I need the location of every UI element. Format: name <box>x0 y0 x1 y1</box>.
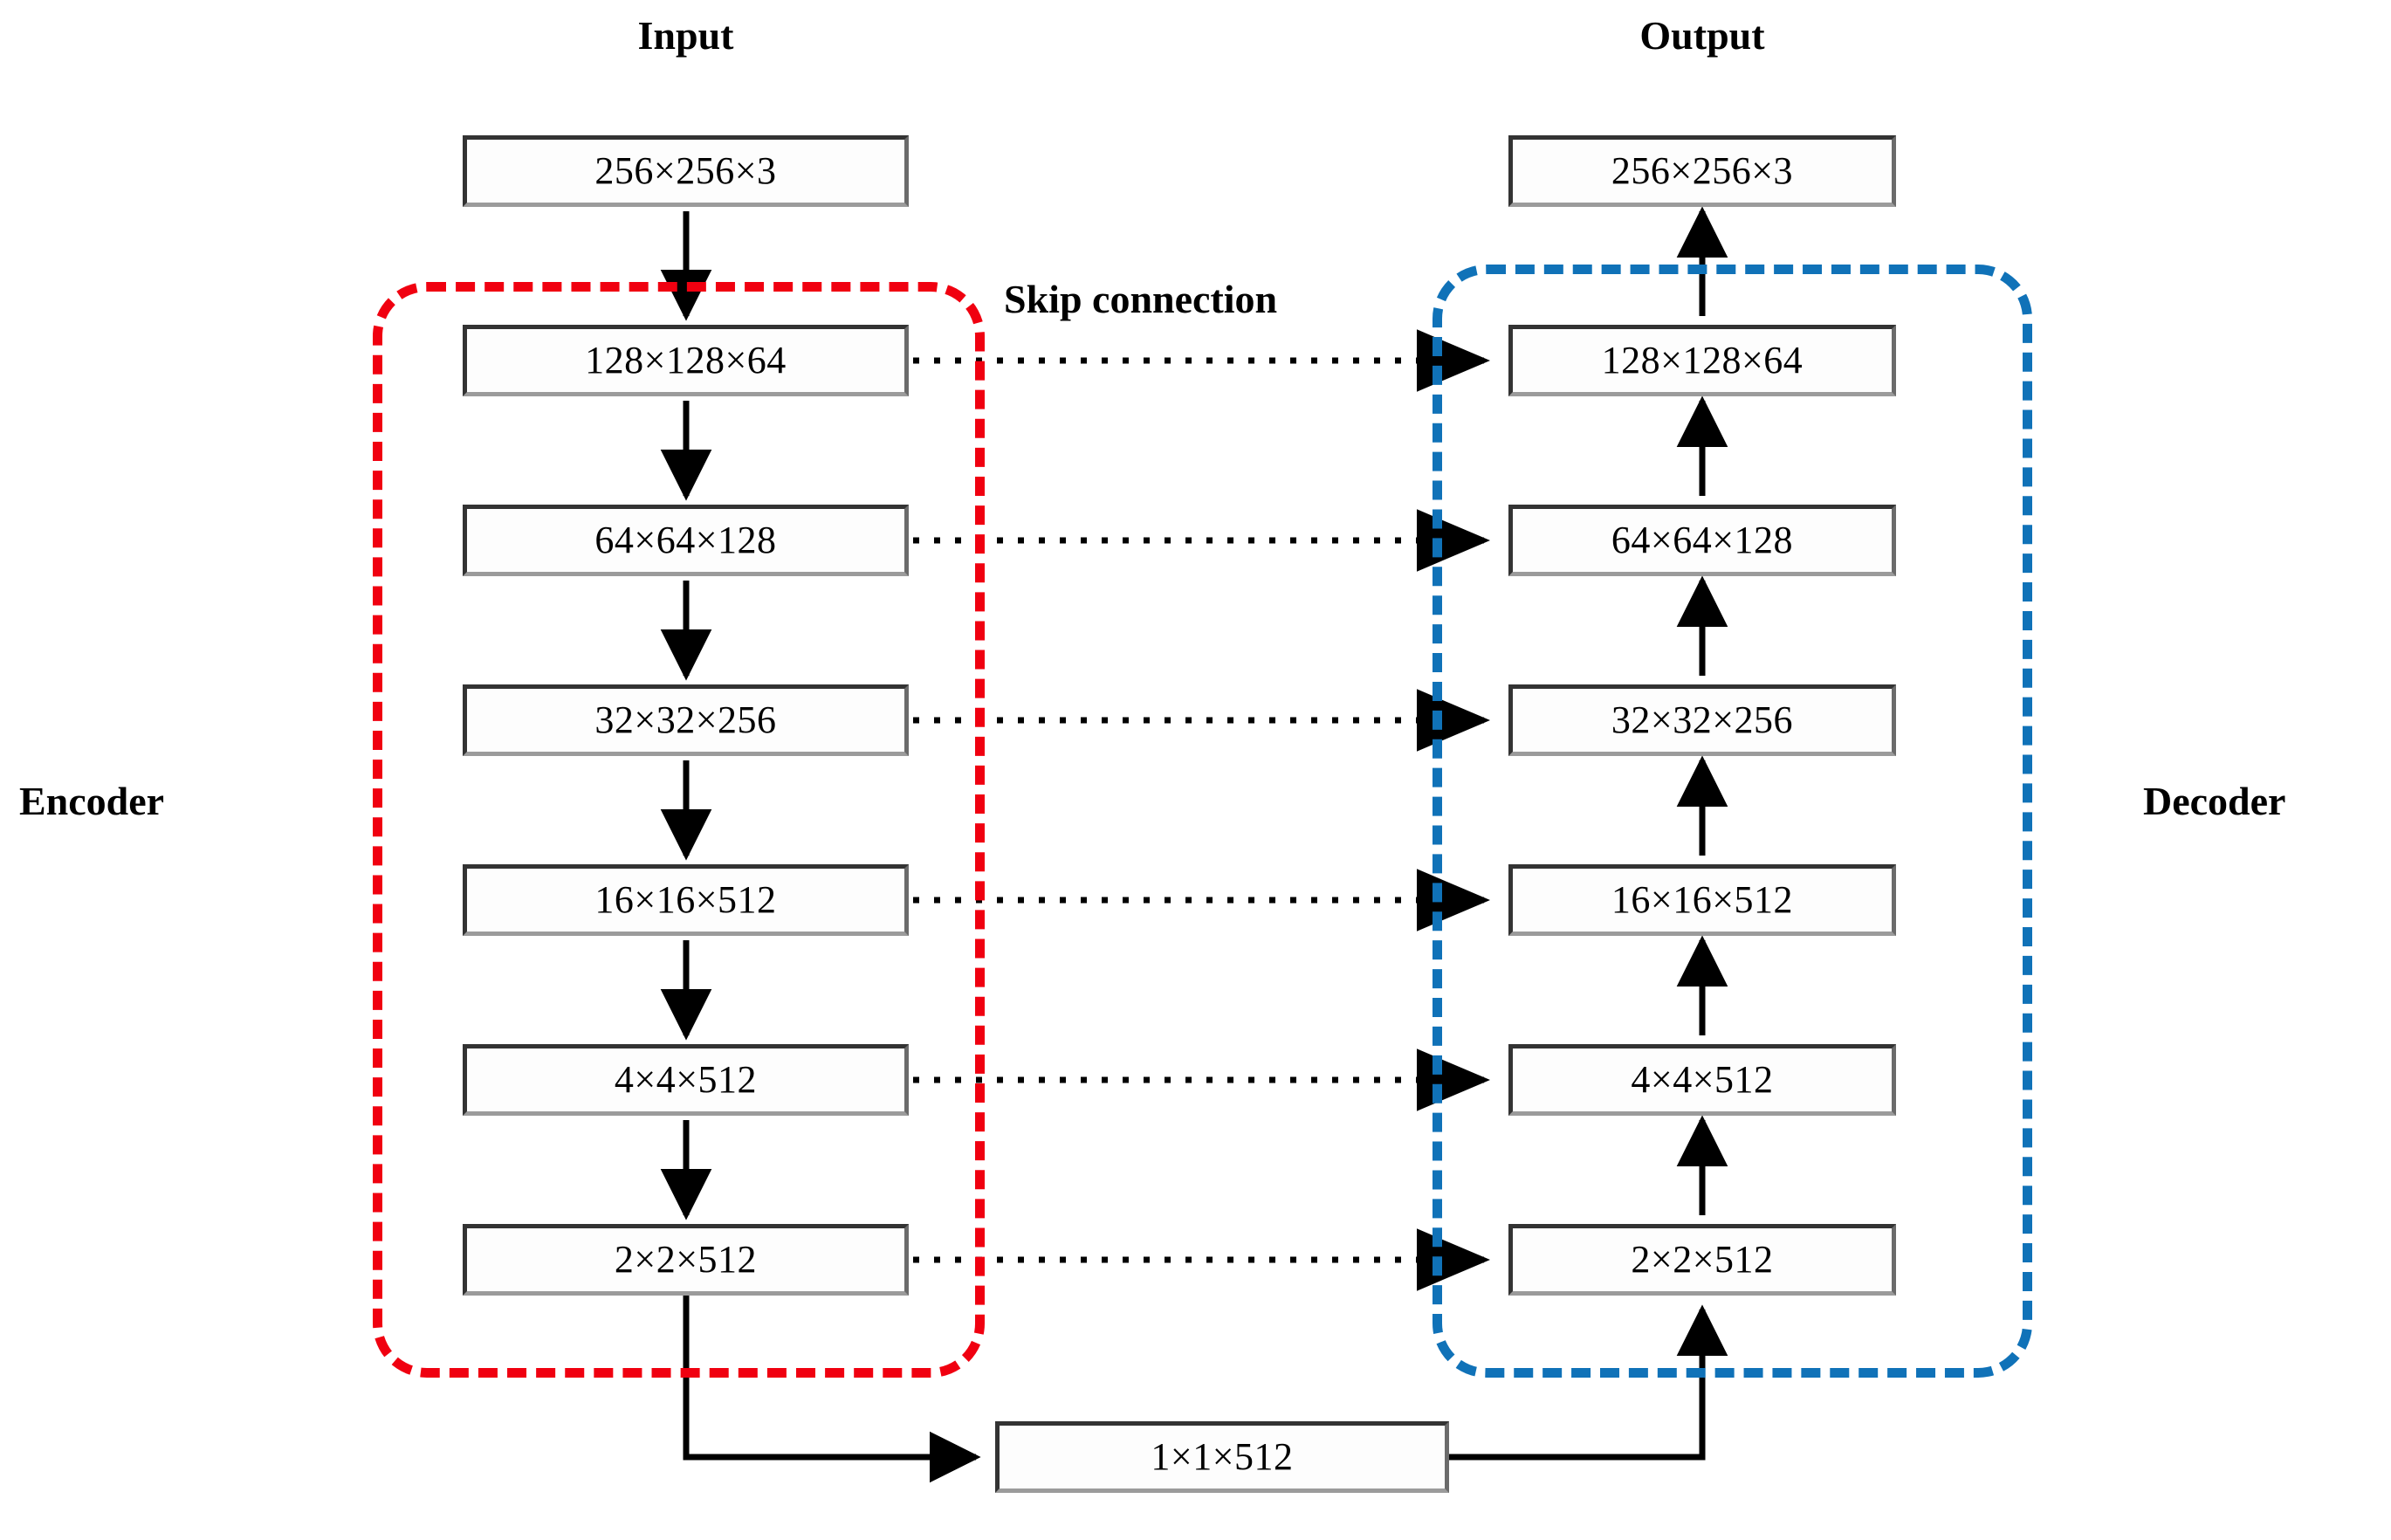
decoder-box-4[interactable]: 16×16×512 <box>1508 864 1896 936</box>
decoder-box-0-label: 256×256×3 <box>1611 149 1794 192</box>
encoder-box-3[interactable]: 32×32×256 <box>463 684 909 756</box>
decoder-box-5[interactable]: 4×4×512 <box>1508 1044 1896 1116</box>
encoder-box-0-label: 256×256×3 <box>594 149 777 192</box>
bottleneck-box[interactable]: 1×1×512 <box>995 1421 1449 1493</box>
encoder-box-5[interactable]: 4×4×512 <box>463 1044 909 1116</box>
decoder-box-2-label: 64×64×128 <box>1611 519 1794 561</box>
bottleneck-box-label: 1×1×512 <box>1151 1435 1294 1478</box>
skip-connection-arrows <box>913 329 1490 1291</box>
encoder-box-4[interactable]: 16×16×512 <box>463 864 909 936</box>
encoder-box-6-label: 2×2×512 <box>614 1238 758 1281</box>
decoder-box-1[interactable]: 128×128×64 <box>1508 325 1896 396</box>
output-title: Output <box>1639 13 1765 58</box>
encoder-label: Encoder <box>19 779 165 823</box>
encoder-box-0[interactable]: 256×256×3 <box>463 135 909 207</box>
decoder-box-6[interactable]: 2×2×512 <box>1508 1224 1896 1296</box>
encoder-group-frame <box>373 282 985 1378</box>
encoder-box-3-label: 32×32×256 <box>594 698 777 741</box>
decoder-box-2[interactable]: 64×64×128 <box>1508 505 1896 576</box>
decoder-box-6-label: 2×2×512 <box>1631 1238 1774 1281</box>
decoder-box-0[interactable]: 256×256×3 <box>1508 135 1896 207</box>
encoder-box-4-label: 16×16×512 <box>594 878 777 921</box>
decoder-box-3[interactable]: 32×32×256 <box>1508 684 1896 756</box>
decoder-box-3-label: 32×32×256 <box>1611 698 1794 741</box>
decoder-group-frame <box>1433 265 2032 1378</box>
decoder-label: Decoder <box>2143 779 2286 823</box>
decoder-box-4-label: 16×16×512 <box>1611 878 1794 921</box>
encoder-box-1-label: 128×128×64 <box>585 339 787 382</box>
decoder-box-1-label: 128×128×64 <box>1601 339 1804 382</box>
encoder-box-6[interactable]: 2×2×512 <box>463 1224 909 1296</box>
encoder-box-5-label: 4×4×512 <box>614 1058 758 1101</box>
encoder-box-2-label: 64×64×128 <box>594 519 777 561</box>
skip-connection-label: Skip connection <box>1004 277 1278 321</box>
decoder-box-5-label: 4×4×512 <box>1631 1058 1774 1101</box>
input-title: Input <box>637 13 734 58</box>
encoder-box-1[interactable]: 128×128×64 <box>463 325 909 396</box>
encoder-box-2[interactable]: 64×64×128 <box>463 505 909 576</box>
